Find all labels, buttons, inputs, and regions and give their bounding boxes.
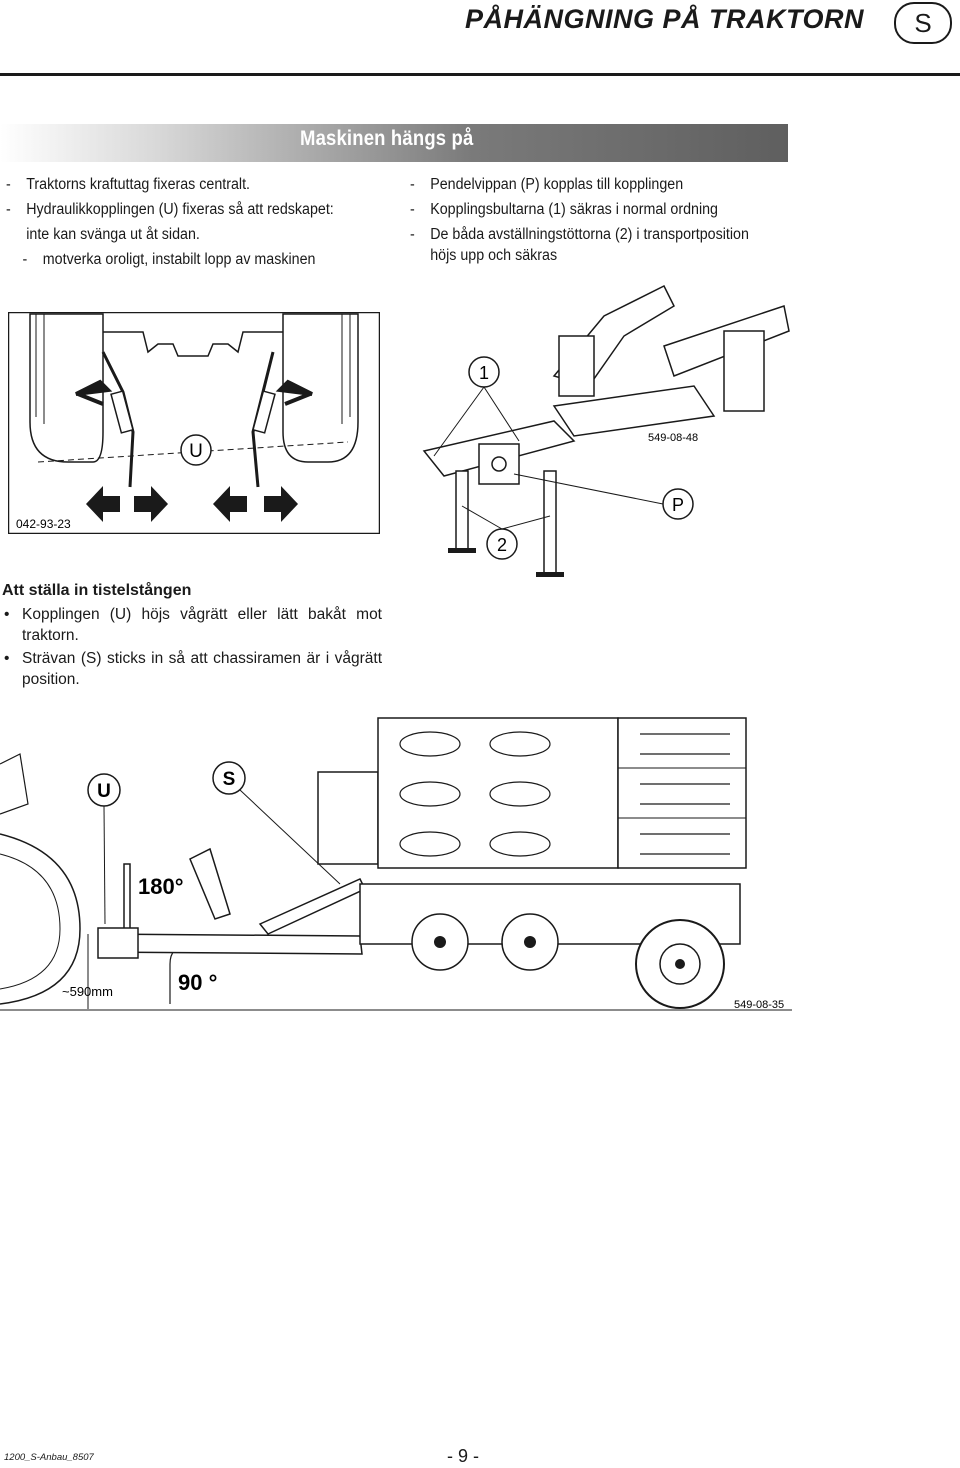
figure-code: 042-93-23 <box>16 517 71 531</box>
machine-body <box>377 717 619 869</box>
stand <box>455 470 469 552</box>
list-item: -Traktorns kraftuttag fixeras centralt. <box>6 176 251 193</box>
label-p: P <box>672 495 684 515</box>
disc-rows <box>399 731 730 857</box>
arrow-icon <box>75 379 113 406</box>
label-u: U <box>97 781 111 802</box>
list-item: -Pendelvippan (P) kopplas till kopplinge… <box>410 176 684 193</box>
list-item-text: Pendelvippan (P) kopplas till kopplingen <box>430 176 684 193</box>
attachment-right-list: -Pendelvippan (P) kopplas till kopplinge… <box>410 172 760 265</box>
bullet-item: •Kopplingen (U) höjs vågrätt eller lätt … <box>4 606 382 644</box>
label-u: U <box>189 441 203 462</box>
list-item-continuation: inte kan svänga ut åt sidan. <box>6 222 346 247</box>
tractor-outline <box>0 753 29 815</box>
list-item-text: De båda avställningstöttorna (2) i trans… <box>430 226 749 243</box>
section2-heading: Att ställa in tistelstången <box>2 582 192 599</box>
tractor-wheel <box>0 833 81 1005</box>
figure-code: 549-08-35 <box>734 999 784 1011</box>
side-view-figure: U S 180° 90 ° ~590mm 549-08-35 <box>0 717 792 1011</box>
header-divider <box>0 73 960 76</box>
list-item: -De båda avställningstöttorna (2) i tran… <box>410 226 749 243</box>
label-s: S <box>223 769 236 790</box>
label-1: 1 <box>479 363 489 383</box>
tractor-hitch-figure: U 042-93-23 <box>8 312 380 534</box>
sway-arrows <box>86 486 298 522</box>
list-item: -Kopplingsbultarna (1) säkras i normal o… <box>410 201 718 218</box>
list-item-text: Kopplingsbultarna (1) säkras i normal or… <box>430 201 718 218</box>
list-item: -motverka oroligt, instabilt lopp av mas… <box>22 251 316 268</box>
list-item-text: inte kan svänga ut åt sidan. <box>26 226 200 243</box>
tractor-housing <box>103 331 283 357</box>
list-item: -Hydraulikkopplingen (U) fixeras så att … <box>6 201 334 218</box>
figure-code: 549-08-48 <box>648 432 698 444</box>
strut <box>189 847 231 920</box>
height-label: ~590mm <box>62 984 113 999</box>
document-id: 1200_S-Anbau_8507 <box>4 1452 94 1463</box>
language-badge: S <box>894 2 952 44</box>
list-item-text: motverka oroligt, instabilt lopp av mask… <box>42 251 316 268</box>
tyre-packer <box>617 717 747 869</box>
right-tyre <box>282 313 359 463</box>
arrow-icon <box>275 379 313 406</box>
hitch-figure: 1 2 P 549-08-48 <box>422 284 790 577</box>
stand <box>543 470 557 577</box>
label-2: 2 <box>497 535 507 555</box>
left-tyre <box>29 313 104 463</box>
adjustment-bullets: •Kopplingen (U) höjs vågrätt eller lätt … <box>2 604 382 692</box>
angle-180: 180° <box>138 874 184 899</box>
list-item-text: Hydraulikkopplingen (U) fixeras så att r… <box>26 201 334 218</box>
section-bar <box>0 124 788 162</box>
page-title: PÅHÄNGNING PÅ TRAKTORN <box>464 4 864 34</box>
list-item-text: Traktorns kraftuttag fixeras centralt. <box>26 176 251 193</box>
machine-hopper <box>317 771 379 865</box>
section-title: Maskinen hängs på <box>300 127 474 150</box>
bullet-text: Kopplingen (U) höjs vågrätt eller lätt b… <box>22 606 382 644</box>
list-item-text: höjs upp och säkras <box>430 247 558 264</box>
bullet-item: •Strävan (S) sticks in så att chassirame… <box>4 650 382 688</box>
attachment-left-list: -Traktorns kraftuttag fixeras centralt. … <box>6 172 346 272</box>
list-item-continuation: höjs upp och säkras <box>410 247 760 265</box>
angle-90: 90 ° <box>178 970 217 995</box>
bullet-text: Strävan (S) sticks in så att chassiramen… <box>22 650 382 688</box>
page-number: - 9 - <box>447 1446 480 1466</box>
label-u-circle <box>180 434 212 466</box>
drawbar <box>99 933 363 955</box>
